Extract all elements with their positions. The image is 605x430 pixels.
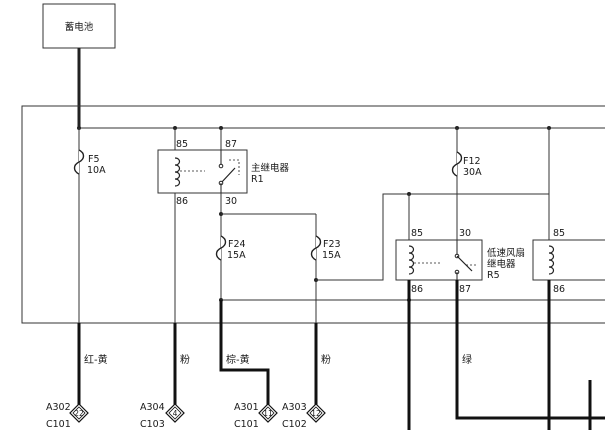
relay-actuator-link [414,262,476,266]
r5-box [395,239,483,281]
terminal-label: A301 [234,402,259,413]
wire-color-label: 绿 [462,353,472,366]
terminal-label: A304 [140,402,165,413]
f23-rating: 15A [322,250,341,261]
relay-coil-icon [408,245,415,275]
r5-pin-87: 87 [459,284,471,295]
r5-pin-86: 86 [411,284,423,295]
relay-switch-contact [220,167,236,184]
f23-fuse-symbol [310,235,322,261]
relay-switch-contact [456,255,473,272]
connector-label: C101 [234,419,259,430]
terminal-label: A303 [282,402,307,413]
connector-pin-number: 22 [74,409,84,418]
low-speed-fan-relay-r5: 85 30 86 87 低速风扇 继电器 R5 [395,194,525,295]
r1-id: R1 [251,174,264,185]
relay-actuator-link [180,159,240,175]
f24-fuse-symbol [215,235,227,261]
f5-fuse-symbol [73,149,85,175]
f24-id: F24 [228,239,246,250]
wire-green [455,280,605,420]
partial-relay-box [532,239,605,281]
r1-pin-30: 30 [225,196,237,207]
wire-color-label: 红-黄 [84,353,108,366]
partial-relay-pin-86: 86 [553,284,565,295]
wire-color-label: 粉 [180,353,190,366]
connector-pin-number: 4 [173,409,178,418]
f12-id: F12 [463,156,481,167]
wire-color-label: 棕-黄 [226,353,250,366]
connector-pin-number: 11 [263,409,273,418]
battery: 蓄电池 [42,3,116,49]
partial-relay-pin-85: 85 [553,228,565,239]
connector-a302: 22 A302 C101 [46,402,89,430]
fusebox-outline [21,105,605,324]
connector-label: C101 [46,419,71,430]
connector-a303: 12 A303 C102 [282,402,326,430]
wire-color-label: 粉 [321,353,331,366]
r1-name: 主继电器 [251,162,290,174]
battery-box [42,3,116,49]
f24-rating: 15A [227,250,246,261]
battery-label: 蓄电池 [65,21,94,33]
connector-label: C102 [282,419,307,430]
main-relay-r1: 85 87 86 30 主继电器 R1 [157,128,290,207]
main-relay-box [157,149,248,194]
partial-relay-right: 85 86 [532,128,605,295]
r5-name-line1: 低速风扇 [487,247,525,259]
r5-pin-30: 30 [459,228,471,239]
relay-coil-icon [548,245,555,275]
r1-pin-86: 86 [176,196,188,207]
wire-brown-yellow [219,300,270,406]
f12-fuse-symbol [451,151,463,177]
relay-coil-icon [174,157,181,187]
f23-id: F23 [323,239,341,250]
r5-pin-85: 85 [411,228,423,239]
f5-rating: 10A [87,165,106,176]
r1-pin-85: 85 [176,139,188,150]
r5-id: R5 [487,270,500,281]
terminal-label: A302 [46,402,71,413]
r5-name-line2: 继电器 [487,258,516,270]
f23-to-r5-wire [316,193,549,281]
connector-label: C103 [140,419,165,430]
connector-a301: 11 A301 C101 [234,402,278,430]
connector-a304: 4 A304 C103 [140,402,185,430]
f5-id: F5 [88,154,100,165]
connector-pin-number: 12 [311,409,321,418]
f12-rating: 30A [463,167,482,178]
r1-pin-87: 87 [225,139,237,150]
